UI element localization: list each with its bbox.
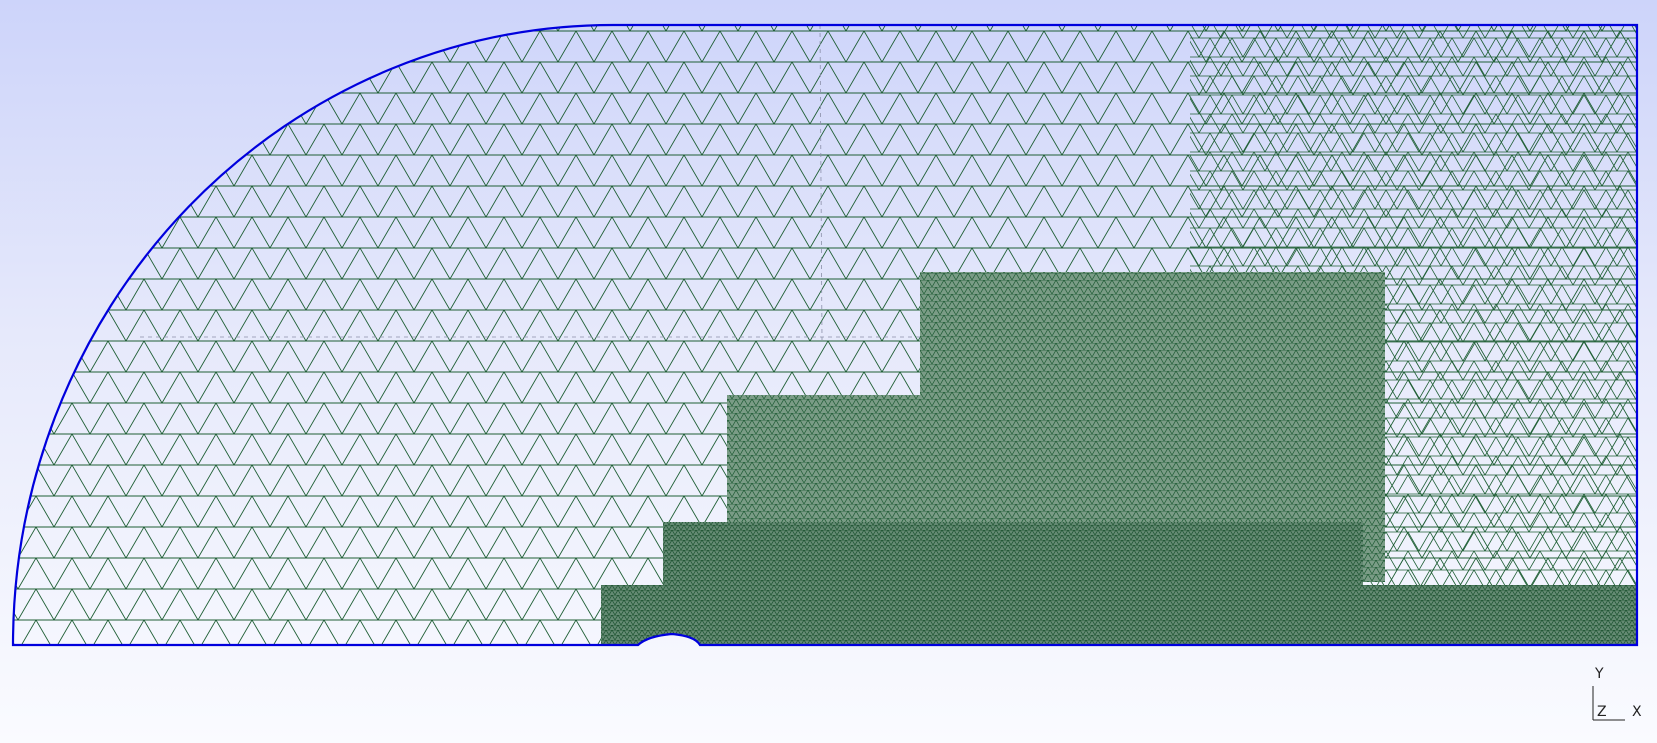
construction-lines <box>140 24 920 341</box>
y-axis-label: Y <box>1595 666 1604 682</box>
z-axis-label: Z <box>1597 704 1607 720</box>
axes-triad <box>1592 686 1625 721</box>
fine-mesh-strip-bottom <box>601 585 1637 645</box>
x-axis-label: X <box>1632 704 1642 720</box>
domain-boundary <box>11 23 1639 647</box>
